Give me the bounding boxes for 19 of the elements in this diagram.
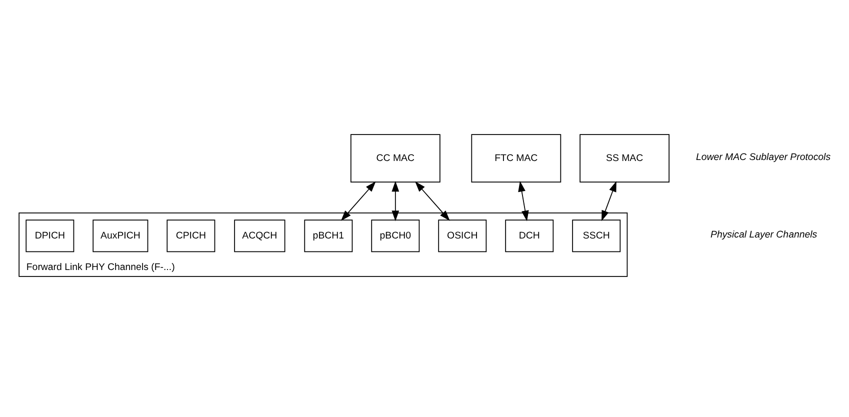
node-box: OSICH	[438, 219, 487, 252]
node-box: DCH	[505, 219, 554, 252]
arrow	[518, 180, 529, 221]
label: Lower MAC Sublayer Protocols	[696, 151, 831, 162]
node-box: CPICH	[166, 219, 216, 252]
node-box: FTC MAC	[471, 134, 562, 182]
arrow	[415, 180, 450, 220]
node-box: CC MAC	[350, 134, 440, 182]
node-box: AuxPICH	[92, 219, 148, 252]
label: Physical Layer Channels	[710, 228, 818, 240]
node-box: pBCH0	[371, 219, 420, 252]
node-box: ACQCH	[234, 219, 286, 252]
node-box: SS MAC	[580, 134, 670, 182]
node-box: DPICH	[26, 219, 74, 252]
arrow	[602, 180, 616, 221]
node-box: SSCH	[572, 219, 621, 252]
node-box: pBCH1	[304, 219, 353, 252]
arrow	[392, 180, 400, 221]
arrow	[340, 180, 376, 220]
